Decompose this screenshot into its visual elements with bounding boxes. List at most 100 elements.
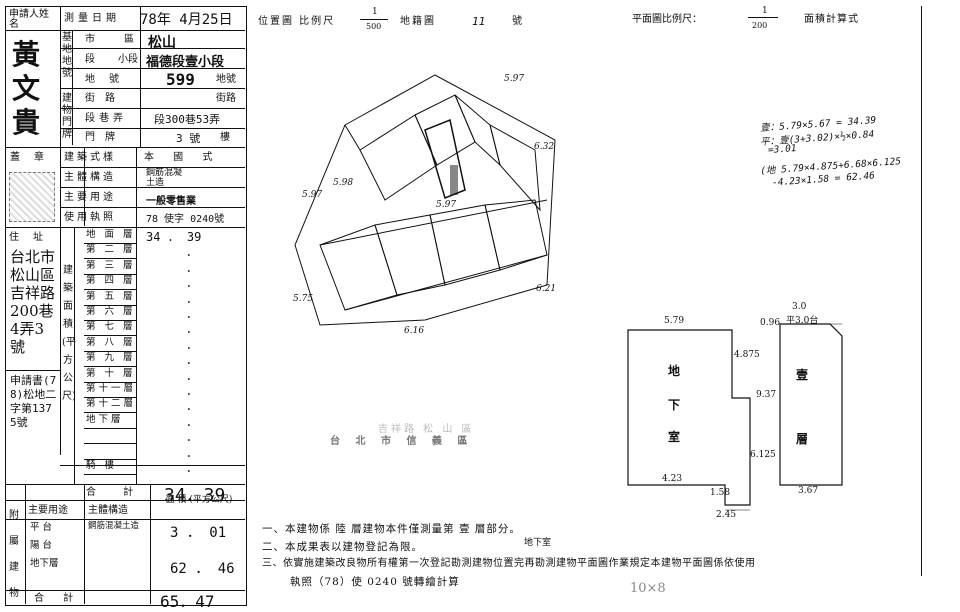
site-dimension: 6.32 <box>534 142 555 152</box>
floor-scale-num: 1 <box>762 6 768 16</box>
map-label: 地籍圖 <box>400 16 436 27</box>
city-label: 市 <box>85 34 95 45</box>
site-dimension: 5.98 <box>333 178 354 188</box>
use-label: 主要用途 <box>64 192 116 203</box>
floor-area-value: ． <box>186 414 199 429</box>
floor-area-value: 34 ． 39 <box>146 230 202 244</box>
site-dimension: 5.97 <box>302 190 323 200</box>
floor-row-divider <box>84 443 136 445</box>
floor-label: 第 五 層 <box>86 290 136 302</box>
floor-area-value: ． <box>186 307 199 321</box>
floor-area-value: ． <box>186 291 199 306</box>
site-dimension: 5.97 <box>504 74 525 84</box>
note-4: 執照（78）使 0240 號轉繪計算 <box>290 576 460 588</box>
location-scale-den: 500 <box>366 22 382 31</box>
seal-stamp <box>9 172 55 222</box>
registration-form <box>5 6 247 606</box>
basement-title-3: 室 <box>668 430 681 444</box>
annex-struct: 鋼筋混凝土造 <box>88 521 140 531</box>
basement-title-2: 下 <box>668 398 681 412</box>
floor-area-value: ． <box>186 245 199 260</box>
floor-label: 第 八 層 <box>86 336 136 348</box>
survey-date: 78年 4月25日 <box>140 12 233 28</box>
area-calc-label: 面積計算式 <box>804 14 859 25</box>
floor-row-divider <box>84 458 136 460</box>
annex-total-label: 合 計 <box>34 593 82 604</box>
building-label: 建物門牌 <box>62 93 72 140</box>
floor-plan-scale-label: 平面圖比例尺： <box>632 14 702 25</box>
section-label: 段 <box>85 54 95 65</box>
floor-area-value: ． <box>186 322 199 337</box>
lot-number: 599 <box>166 70 195 89</box>
floor-row-divider <box>84 243 136 244</box>
note-basement: 地下室 <box>524 538 552 548</box>
plan-dimension: 6.125 <box>750 450 776 460</box>
lane-value: 段300巷53弄 <box>154 113 221 126</box>
floor-area-value: ． <box>186 368 199 383</box>
floor-label: 第十二層 <box>86 398 137 410</box>
survey-date-label: 測量日期 <box>64 13 120 24</box>
first-floor-title: 壹 <box>796 368 809 382</box>
floor-row-divider <box>84 304 136 306</box>
floor-label: 地 面 層 <box>86 229 136 240</box>
floor-plan-drawing <box>627 323 843 511</box>
floor-scale-den: 200 <box>752 21 768 30</box>
floor-area-value: ． <box>186 276 199 291</box>
district-value: 松山 <box>148 35 176 51</box>
plan-dimension: 4.23 <box>662 474 683 484</box>
annex-area-label: 面 積 (平方公尺) <box>165 495 233 505</box>
seal-label: 蓋章 <box>10 152 58 163</box>
floor-area-value: ． <box>186 430 199 445</box>
floor-label: 第 四 層 <box>86 275 136 287</box>
floor-area-value: ． <box>186 384 199 398</box>
plan-dimension: 3.0 <box>792 302 807 312</box>
subsection-label: 小段 <box>118 54 138 65</box>
site-dimension: 6.16 <box>404 326 425 336</box>
annex-use-label: 主要用途 <box>28 505 68 516</box>
floor-label: 第 二 層 <box>86 244 136 256</box>
floor-label: 第 十 層 <box>86 367 136 379</box>
floor-area-value: ． <box>186 445 199 460</box>
floor-row-divider <box>84 335 136 337</box>
number-suffix: 樓 <box>220 132 230 143</box>
floor-area-value: ． <box>186 353 199 368</box>
plan-dimension: 5.79 <box>664 316 685 326</box>
address-value: 台北市松山區吉祥路200巷4弄3號 <box>10 248 56 356</box>
applicant-label: 申請人姓名 <box>9 9 49 30</box>
floor-label: 地下層 <box>86 413 124 425</box>
plan-dimension: 平3.0台 <box>786 316 819 326</box>
floor-area-value: ． <box>186 399 199 414</box>
basement-title: 地 <box>668 364 681 378</box>
plan-dimension: 4.875 <box>734 350 760 360</box>
annex-use: 地下層 <box>30 558 59 569</box>
floor-row-divider <box>84 273 136 275</box>
section-value: 福德段壹小段 <box>146 55 225 70</box>
plan-dimension: 2.45 <box>716 510 737 520</box>
floor-label: 騎 樓 <box>86 460 118 471</box>
calc-line: =3.01 <box>767 143 797 156</box>
street-suffix: 街路 <box>216 93 236 104</box>
annex-total-value: 65．47 <box>160 592 215 611</box>
floor-row-divider <box>84 350 136 352</box>
note-2: 二、本成果表以建物登記為限。 <box>262 541 423 553</box>
floor-row-divider <box>84 474 136 475</box>
plan-dimension: 9.37 <box>756 390 777 400</box>
stamp-text: 10×8 <box>630 581 666 596</box>
floor-row-divider <box>84 412 136 414</box>
annex-struct-label: 主體構造 <box>88 505 128 516</box>
structure-label: 主體構造 <box>64 172 116 183</box>
lot-suffix: 地號 <box>216 74 236 85</box>
permit-label: 使用執照 <box>64 212 116 223</box>
plan-dimension: 1.58 <box>710 488 731 498</box>
address-label: 住址 <box>9 232 57 243</box>
floor-row-divider <box>84 397 136 398</box>
permit-value: 78 使字 0240號 <box>146 214 225 225</box>
application-number: 申請書(78)松地二字第1375號 <box>10 374 57 429</box>
use-value: 一般零售業 <box>146 196 196 207</box>
floor-area-heading: 建築面積(平方公尺) <box>62 265 76 402</box>
annex-use: 陽 台 <box>30 540 53 551</box>
map-number-suffix: 號 <box>512 16 522 27</box>
plan-dimension: 3.67 <box>798 486 819 496</box>
location-scale-label: 位置圖 比例尺 <box>258 16 336 27</box>
site-dimension: 5.97 <box>436 200 457 210</box>
